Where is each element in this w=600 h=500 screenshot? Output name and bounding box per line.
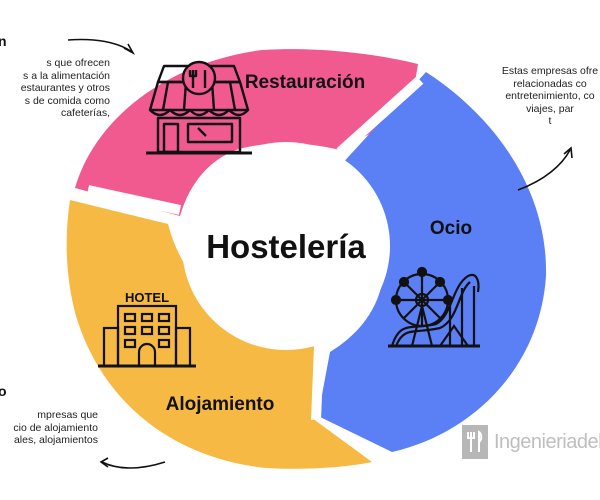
- side-note-bottom-left: mpresas que cio de alojamiento ales, alo…: [13, 409, 98, 446]
- amusement-park-icon: [388, 266, 480, 348]
- arrow-bottom-left: [99, 457, 166, 469]
- segment-alojamiento: [66, 200, 372, 469]
- side-note-top-right: Estas empresas ofre relacionadas co entr…: [501, 65, 599, 127]
- watermark-text: Ingenieriadel: [494, 430, 600, 453]
- segment-restauracion: [75, 49, 418, 216]
- center-title: Hostelería: [206, 228, 366, 265]
- label-restauracion: Restauración: [245, 72, 365, 93]
- label-ocio: Ocio: [430, 218, 472, 239]
- arrow-top-left: [67, 38, 136, 56]
- side-heading-top-left: n: [0, 33, 7, 49]
- hotel-sign: HOTEL: [125, 290, 169, 305]
- side-note-top-left: s que ofrecen s a la alimentación estaur…: [20, 57, 110, 119]
- restaurant-store-icon: [146, 60, 252, 155]
- center-circle: [182, 142, 390, 350]
- arrow-top-right: [517, 146, 573, 191]
- segment-ocio: [318, 72, 547, 452]
- side-heading-bottom-left: o: [0, 383, 7, 399]
- watermark: Ingenieriadel: [462, 422, 600, 462]
- fork-knife-logo-icon: [462, 425, 488, 459]
- hotel-building-icon: HOTEL: [98, 290, 196, 368]
- label-alojamiento: Alojamiento: [166, 394, 275, 415]
